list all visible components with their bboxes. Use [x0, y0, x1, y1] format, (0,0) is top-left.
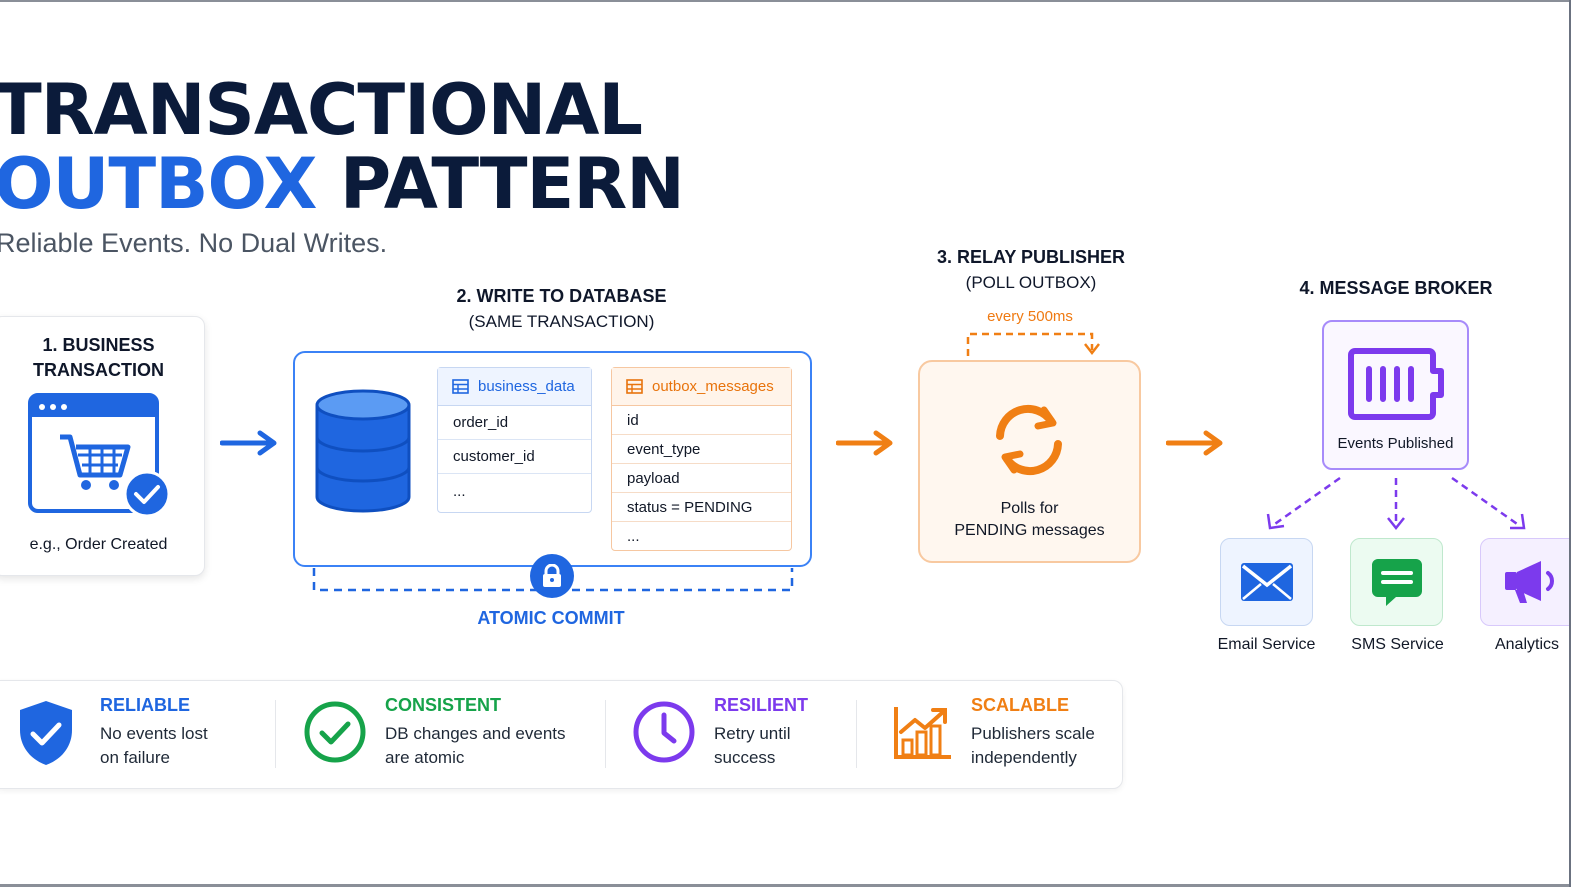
benefit-description: Retry until success [714, 722, 808, 770]
step1-title: 1. BUSINESS TRANSACTION [0, 333, 204, 383]
arrow-right-icon [1166, 430, 1223, 456]
benefit-reliable: RELIABLE No events lost on failure [100, 695, 208, 770]
benefit-line: No events lost [100, 724, 208, 743]
events-published-label: Events Published [1337, 435, 1454, 452]
arrow-right-icon [220, 430, 277, 456]
benefit-line: DB changes and events [385, 724, 566, 743]
relay-text-line1: Polls for [1000, 500, 1059, 517]
step4-title: 4. MESSAGE BROKER [1299, 278, 1493, 298]
fanout-arrows [1266, 476, 1526, 531]
step2-title-text: 2. WRITE TO DATABASE [456, 286, 667, 306]
divider [275, 700, 276, 768]
table-row: customer_id [438, 440, 591, 474]
shield-check-icon [20, 701, 72, 765]
step3-title: 3. RELAY PUBLISHER (POLL OUTBOX) [900, 245, 1162, 295]
message-queue-icon [1348, 348, 1444, 420]
frame-bottom-border [0, 884, 1577, 887]
relay-publisher-card: Polls for PENDING messages [918, 360, 1141, 563]
step2-subtitle: (SAME TRANSACTION) [468, 312, 655, 331]
benefit-line: Publishers scale [971, 724, 1095, 743]
outbox-messages-table-name: outbox_messages [652, 378, 774, 395]
table-row: ... [453, 482, 466, 500]
atomic-commit-label: ATOMIC COMMIT [477, 608, 625, 628]
table-row: event_type [612, 435, 791, 464]
table-row: payload [612, 464, 791, 493]
table-row: status = PENDING [612, 493, 791, 522]
table-row: id [612, 406, 791, 435]
benefit-line: on failure [100, 748, 170, 767]
benefit-title: SCALABLE [971, 695, 1069, 715]
database-icon [315, 389, 411, 513]
shopping-cart-browser-icon [28, 393, 171, 518]
table-icon [452, 379, 469, 394]
step1-title-line2: TRANSACTION [33, 360, 164, 380]
poll-interval-label: every 500ms [987, 308, 1073, 325]
atomic-commit-bracket [312, 568, 794, 592]
arrow-right-icon [836, 430, 893, 456]
poll-loop-arrow [966, 332, 1100, 356]
frame-right-border [1569, 0, 1577, 887]
title-outbox: OUTBOX [0, 143, 317, 225]
benefit-resilient: RESILIENT Retry until success [714, 695, 808, 770]
refresh-icon [996, 404, 1062, 476]
benefit-line: are atomic [385, 748, 465, 767]
title-line-1: TRANSACTIONAL [0, 69, 643, 151]
step2-title: 2. WRITE TO DATABASE (SAME TRANSACTION) [430, 284, 693, 334]
title-line-2: OUTBOX PATTERN [0, 143, 685, 225]
divider [856, 700, 857, 768]
title-pattern: PATTERN [339, 143, 685, 225]
benefit-scalable: SCALABLE Publishers scale independently [971, 695, 1095, 770]
benefit-description: No events lost on failure [100, 722, 208, 770]
email-service-label: Email Service [1217, 636, 1316, 653]
subtitle: Reliable Events. No Dual Writes. [0, 228, 388, 258]
envelope-icon [1240, 563, 1293, 601]
outbox-messages-table: outbox_messages id event_type payload st… [611, 367, 792, 551]
benefit-line: independently [971, 748, 1077, 767]
frame-top-border [0, 0, 1577, 2]
benefit-description: DB changes and events are atomic [385, 722, 566, 770]
growth-chart-icon [894, 707, 951, 759]
relay-publisher-text: Polls for PENDING messages [920, 498, 1139, 542]
megaphone-icon [1505, 561, 1554, 603]
chat-bubble-icon [1371, 559, 1422, 606]
step1-example: e.g., Order Created [29, 536, 168, 553]
step1-title-line1: 1. BUSINESS [42, 335, 155, 355]
business-data-table-name: business_data [478, 378, 575, 395]
sms-service-label: SMS Service [1351, 636, 1444, 653]
relay-text-line2: PENDING messages [954, 522, 1105, 539]
divider [605, 700, 606, 768]
benefit-title: CONSISTENT [385, 695, 502, 715]
check-circle-icon [304, 701, 366, 763]
business-data-table-header: business_data [438, 368, 591, 406]
analytics-service-card [1480, 538, 1577, 626]
business-data-table: business_data order_id customer_id ... [437, 367, 592, 513]
outbox-messages-table-header: outbox_messages [612, 368, 791, 406]
table-row: ... [627, 528, 640, 545]
benefit-title: RESILIENT [714, 695, 809, 715]
lock-icon [530, 554, 574, 598]
analytics-label: Analytics [1494, 636, 1560, 653]
table-row: order_id [438, 406, 591, 440]
table-icon [626, 379, 643, 394]
clock-icon [633, 701, 695, 763]
step3-title-text: 3. RELAY PUBLISHER [936, 247, 1126, 267]
benefit-line: success [714, 748, 776, 767]
benefit-line: Retry until [714, 724, 791, 743]
benefit-description: Publishers scale independently [971, 722, 1095, 770]
sms-service-card [1350, 538, 1443, 626]
email-service-card [1220, 538, 1313, 626]
benefit-consistent: CONSISTENT DB changes and events are ato… [385, 695, 566, 770]
step3-subtitle: (POLL OUTBOX) [965, 273, 1097, 292]
benefit-title: RELIABLE [100, 695, 190, 715]
